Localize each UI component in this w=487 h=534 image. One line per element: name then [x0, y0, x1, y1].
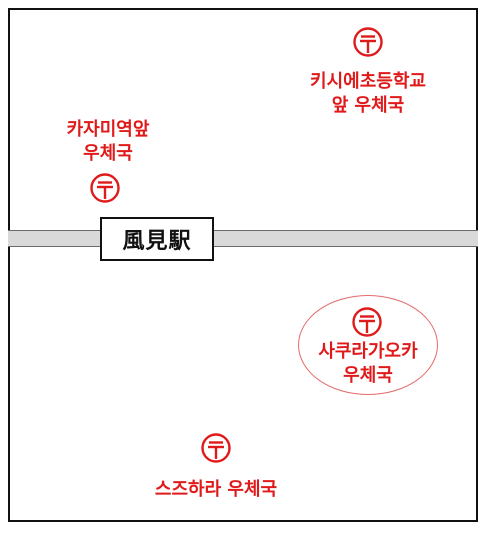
- japan-post-office-icon[interactable]: [89, 172, 121, 204]
- post-office-name-line1: 스즈하라 우체국: [154, 479, 278, 500]
- post-office-name-line2: 우체국: [83, 143, 133, 164]
- japan-post-office-icon[interactable]: [351, 306, 383, 338]
- post-office-name-line1: 카자미역앞: [66, 119, 150, 140]
- post-office-name-line1: 사쿠라가오카: [318, 341, 418, 362]
- map-frame: [8, 8, 478, 522]
- japan-post-office-icon[interactable]: [200, 432, 232, 464]
- post-office-name-line2: 앞 우체국: [331, 95, 405, 116]
- highlight-circle: [298, 295, 438, 395]
- station-label-kazami[interactable]: 風見駅: [100, 217, 214, 261]
- post-office-name-line1: 키시에초등학교: [310, 71, 426, 92]
- post-office-name-line2: 우체국: [343, 365, 393, 386]
- post-office-label-kishi-elementary[interactable]: 키시에초등학교 앞 우체국: [288, 70, 448, 118]
- post-office-label-kazami-station[interactable]: 카자미역앞 우체국: [48, 118, 168, 166]
- station-name: 風見駅: [122, 229, 192, 254]
- post-office-label-suzuhara[interactable]: 스즈하라 우체국: [131, 478, 301, 502]
- post-office-label-sakuragaoka[interactable]: 사쿠라가오카 우체국: [298, 340, 438, 388]
- japan-post-office-icon[interactable]: [352, 26, 384, 58]
- railway-line: [8, 230, 478, 247]
